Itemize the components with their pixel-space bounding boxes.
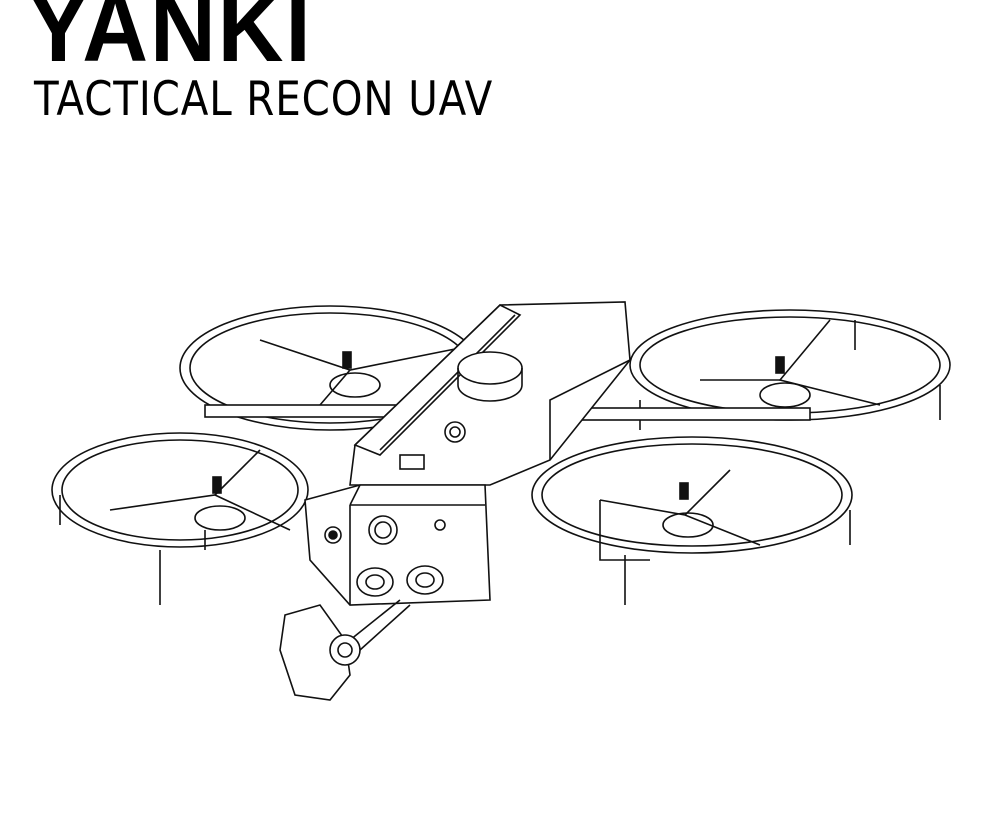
rotor-guard-bottom-left — [51, 432, 309, 605]
product-subtitle: TACTICAL RECON UAV — [34, 72, 494, 127]
product-title: YANKI — [28, 0, 313, 82]
fuselage — [349, 301, 631, 486]
rotor-guard-bottom-right — [531, 436, 853, 605]
gimbal-camera — [279, 599, 411, 701]
front-sensor-box — [304, 484, 491, 606]
